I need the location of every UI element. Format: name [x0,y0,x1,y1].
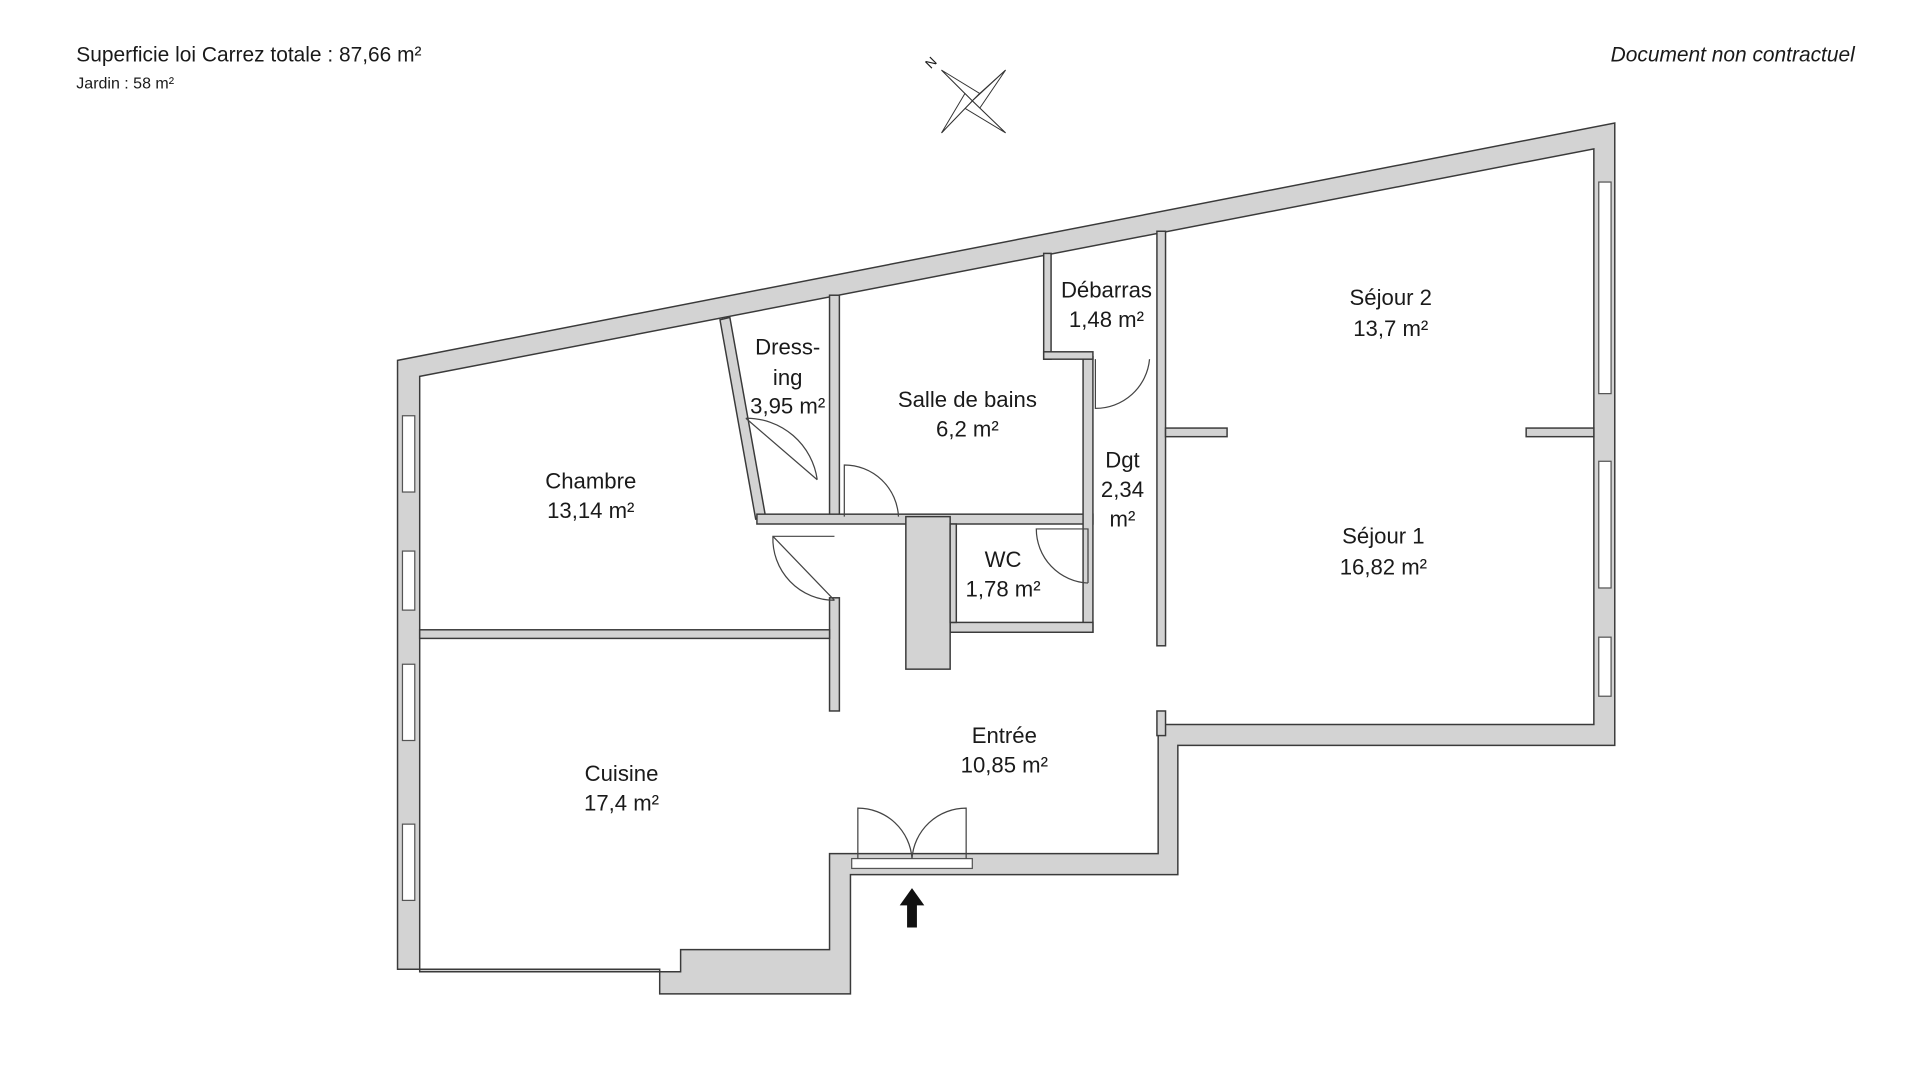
room-wc: WC 1,78 m² [966,547,1041,602]
room-area: 1,78 m² [966,577,1041,602]
exterior-walls [396,122,1616,995]
room-entree: Entrée 10,85 m² [961,723,1048,778]
room-area: 1,48 m² [1069,307,1144,332]
room-name: Dgt [1105,447,1139,472]
room-area: 13,14 m² [547,498,634,523]
garden-area-text: Jardin : 58 m² [76,76,174,93]
room-name: Débarras [1061,278,1152,303]
room-name: WC [985,547,1022,572]
room-degagement: Dgt 2,34 m² [1101,447,1144,531]
disclaimer-text: Document non contractuel [1611,44,1856,67]
room-name: Salle de bains [898,387,1037,412]
room-area-unit: m² [1110,506,1136,531]
room-area: 16,82 m² [1340,554,1427,579]
room-area: 10,85 m² [961,752,1048,777]
room-salle-de-bains: Salle de bains 6,2 m² [898,387,1037,442]
room-name: Séjour 1 [1342,524,1424,549]
room-name-cont: ing [773,365,803,390]
compass-rose-icon: N [922,54,1006,134]
room-area: 17,4 m² [584,791,659,816]
room-sejour-1: Séjour 1 16,82 m² [1340,524,1427,580]
room-area: 6,2 m² [936,417,999,442]
room-name: Dress- [755,334,820,359]
compass-north-label: N [922,54,940,72]
total-area-text: Superficie loi Carrez totale : 87,66 m² [76,44,421,67]
room-area: 2,34 [1101,477,1144,502]
room-debarras: Débarras 1,48 m² [1061,278,1152,333]
entrance-arrow-icon [899,888,925,928]
room-area: 13,7 m² [1353,316,1428,341]
room-dressing: Dress- ing 3,95 m² [750,334,825,418]
room-name: Séjour 2 [1350,285,1432,310]
room-cuisine: Cuisine 17,4 m² [584,761,659,816]
interior-walls [418,230,1595,737]
room-sejour-2: Séjour 2 13,7 m² [1350,285,1432,341]
room-name: Entrée [972,723,1037,748]
room-area: 3,95 m² [750,393,825,418]
doors [745,359,1151,859]
room-name: Cuisine [585,761,659,786]
room-name: Chambre [545,468,636,493]
room-chambre: Chambre 13,14 m² [545,468,636,523]
